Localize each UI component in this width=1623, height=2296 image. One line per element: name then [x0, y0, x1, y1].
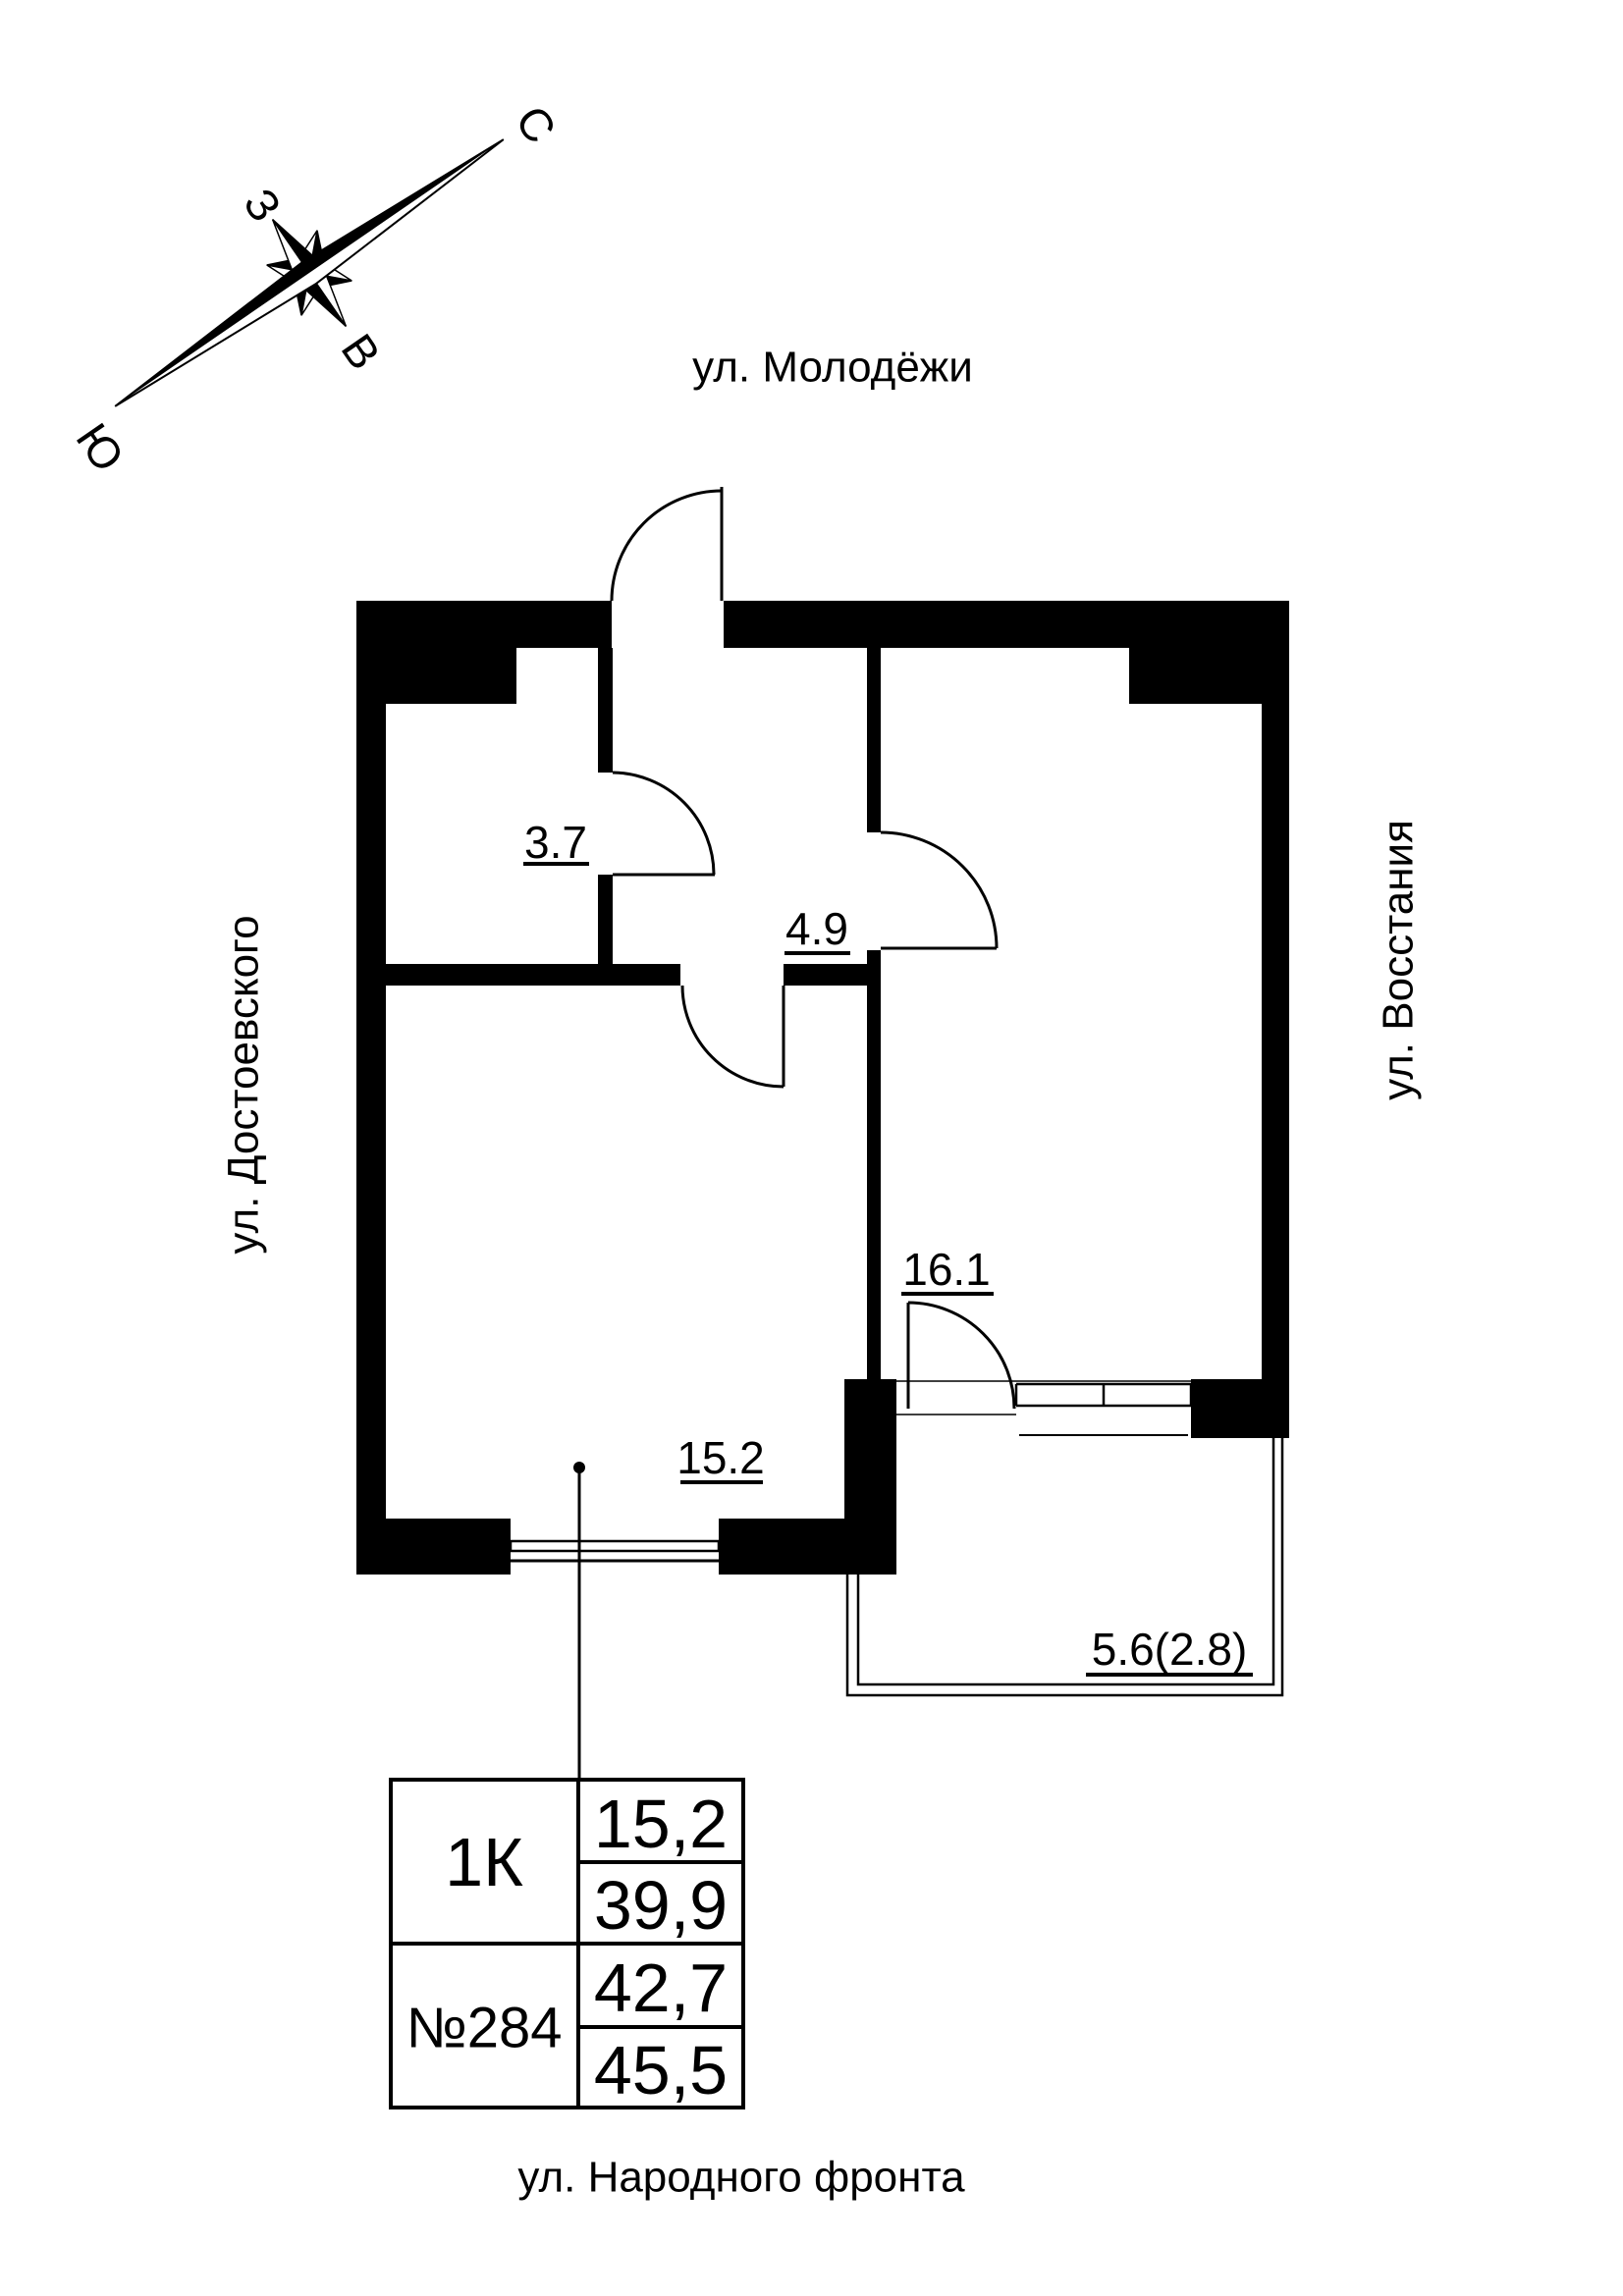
- wall-horizontal-left: [386, 964, 680, 986]
- wall-bathroom-lower: [598, 875, 613, 964]
- exterior-walls: [356, 601, 1289, 1575]
- street-left: ул. Достоевского: [220, 915, 268, 1254]
- wall-top-left-segment: [356, 601, 612, 648]
- apartment-number: №284: [406, 1997, 563, 2060]
- balcony-railing-outer: [845, 1411, 1284, 1697]
- info-table-grid: [389, 1778, 745, 2109]
- pier-top-right: [1129, 648, 1262, 704]
- room-label-room16: 16.1: [902, 1244, 991, 1295]
- compass-rose: С З В Ю: [67, 96, 567, 481]
- balcony-wall-lines: [896, 1380, 1191, 1415]
- wall-left: [356, 601, 386, 1575]
- compass-needle: [114, 138, 505, 407]
- balcony-railing: [845, 1411, 1284, 1697]
- wall-horizontal-right: [784, 964, 867, 986]
- room-label-hall: 4.9: [785, 903, 848, 954]
- room-label-balcony: 5.6(2.8): [1092, 1624, 1248, 1675]
- room-label-bathroom: 3.7: [524, 817, 587, 868]
- pier-top-left: [386, 648, 516, 704]
- doors: [610, 487, 1016, 1410]
- room-16-door-arc: [880, 830, 999, 949]
- entrance-door-arc: [610, 489, 723, 602]
- wall-hall-room-upper: [867, 648, 881, 832]
- wall-bathroom-upper: [598, 648, 613, 773]
- info-table: 1К №284 15,2 39,9 42,7 45,5: [389, 1778, 745, 2109]
- compass-letter-north: С: [506, 96, 567, 152]
- apartment-type: 1К: [445, 1824, 523, 1900]
- compass-letter-east: В: [332, 325, 391, 379]
- compass-letter-west: З: [234, 180, 292, 231]
- area-living: 15,2: [594, 1786, 728, 1862]
- wall-room-divider: [867, 950, 881, 1379]
- windows: [499, 1380, 1193, 1563]
- street-labels: ул. Молодёжи ул. Народного фронта ул. До…: [220, 344, 1423, 2202]
- wall-bottom-left-segment: [356, 1519, 511, 1575]
- bathroom-door-arc: [612, 771, 716, 876]
- street-top: ул. Молодёжи: [692, 344, 973, 392]
- room-labels: 3.7 4.9 16.1 15.2 5.6(2.8): [523, 817, 1253, 1677]
- window-balcony: [1014, 1382, 1193, 1436]
- window-bottom: [499, 1539, 730, 1563]
- pier-divider-bottom: [844, 1379, 896, 1575]
- interior-walls: [386, 648, 896, 1575]
- balcony-railing-inner: [856, 1411, 1275, 1686]
- balcony-door-arc: [907, 1301, 1016, 1410]
- leader: [573, 1462, 585, 1781]
- street-bottom: ул. Народного фронта: [517, 2154, 965, 2202]
- wall-top-right-segment: [724, 601, 1289, 648]
- area-row-2: 39,9: [594, 1867, 728, 1944]
- room-15-door-arc: [680, 985, 784, 1089]
- wall-right: [1262, 601, 1289, 1438]
- area-row-4: 45,5: [594, 2032, 728, 2109]
- compass-letter-south: Ю: [67, 414, 135, 481]
- room-label-room15: 15.2: [676, 1432, 765, 1483]
- area-row-3: 42,7: [594, 1949, 728, 2026]
- street-right: ул. Восстания: [1375, 820, 1423, 1100]
